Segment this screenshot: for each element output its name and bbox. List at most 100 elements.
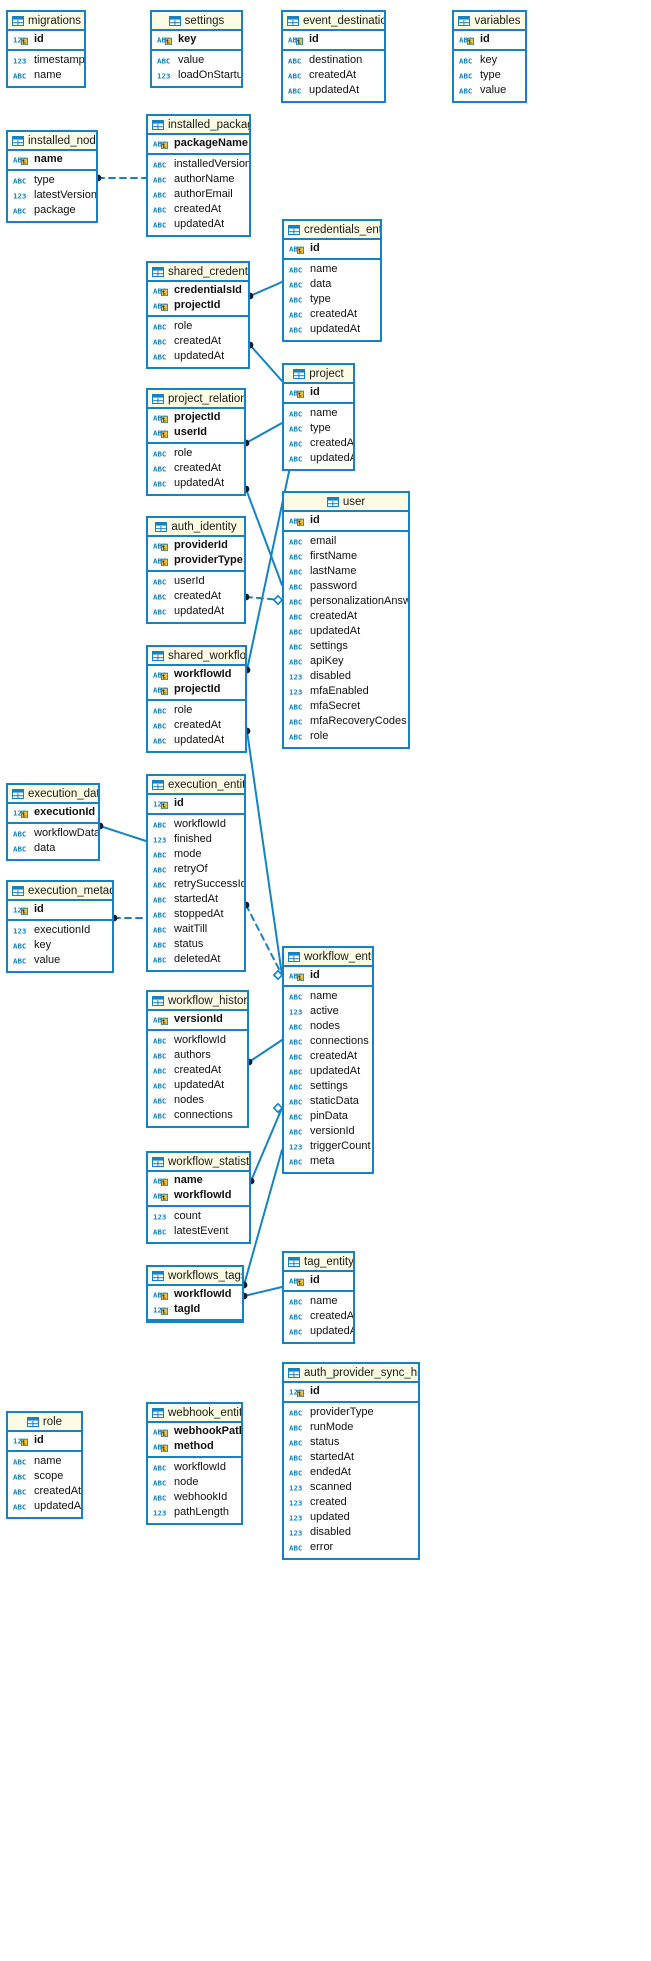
entity-auth_provider_sync_history[interactable]: auth_provider_sync_history123idABCprovid… xyxy=(282,1362,420,1560)
entity-header-credentials_entity[interactable]: credentials_entity xyxy=(284,221,380,240)
entity-header-auth_identity[interactable]: auth_identity xyxy=(148,518,244,537)
entity-header-workflows_tags[interactable]: workflows_tags xyxy=(148,1267,242,1286)
entity-event_destinations[interactable]: event_destinationsABCidABCdestinationABC… xyxy=(281,10,386,103)
entity-execution_data[interactable]: execution_data123executionIdABCworkflowD… xyxy=(6,783,100,861)
entity-shared_credentials[interactable]: shared_credentialsABCcredentialsIdABCpro… xyxy=(146,261,250,369)
relationship-workflow_statistics-workflow_entity[interactable] xyxy=(247,1102,284,1185)
entity-header-role[interactable]: role xyxy=(8,1413,81,1432)
relationship-execution_metadata-execution_entity[interactable] xyxy=(110,914,147,922)
entity-header-project[interactable]: project xyxy=(284,365,353,384)
entity-installed_nodes[interactable]: installed_nodesABCnameABCtype123latestVe… xyxy=(6,130,98,223)
entity-header-execution_entity[interactable]: execution_entity xyxy=(148,776,244,795)
entity-header-execution_metadata[interactable]: execution_metadata xyxy=(8,882,112,901)
entity-header-installed_packages[interactable]: installed_packages xyxy=(148,116,249,135)
entity-header-webhook_entity[interactable]: webhook_entity xyxy=(148,1404,241,1423)
entity-header-user[interactable]: user xyxy=(284,493,408,512)
entity-header-project_relation[interactable]: project_relation xyxy=(148,390,244,409)
column-loadOnStartup[interactable]: 123loadOnStartup xyxy=(152,68,241,83)
relationship-shared_workflow-workflow_entity[interactable] xyxy=(243,727,283,976)
entity-workflow_statistics[interactable]: workflow_statisticsABCnameABCworkflowId1… xyxy=(146,1151,251,1244)
entity-header-shared_credentials[interactable]: shared_credentials xyxy=(148,263,248,282)
entity-header-variables[interactable]: variables xyxy=(454,12,525,31)
column-personalizationAnswers[interactable]: ABCpersonalizationAnswers xyxy=(284,594,408,609)
relationship-auth_identity-user[interactable] xyxy=(242,593,284,606)
entity-header-workflow_history[interactable]: workflow_history xyxy=(148,992,247,1011)
entity-header-installed_nodes[interactable]: installed_nodes xyxy=(8,132,96,151)
